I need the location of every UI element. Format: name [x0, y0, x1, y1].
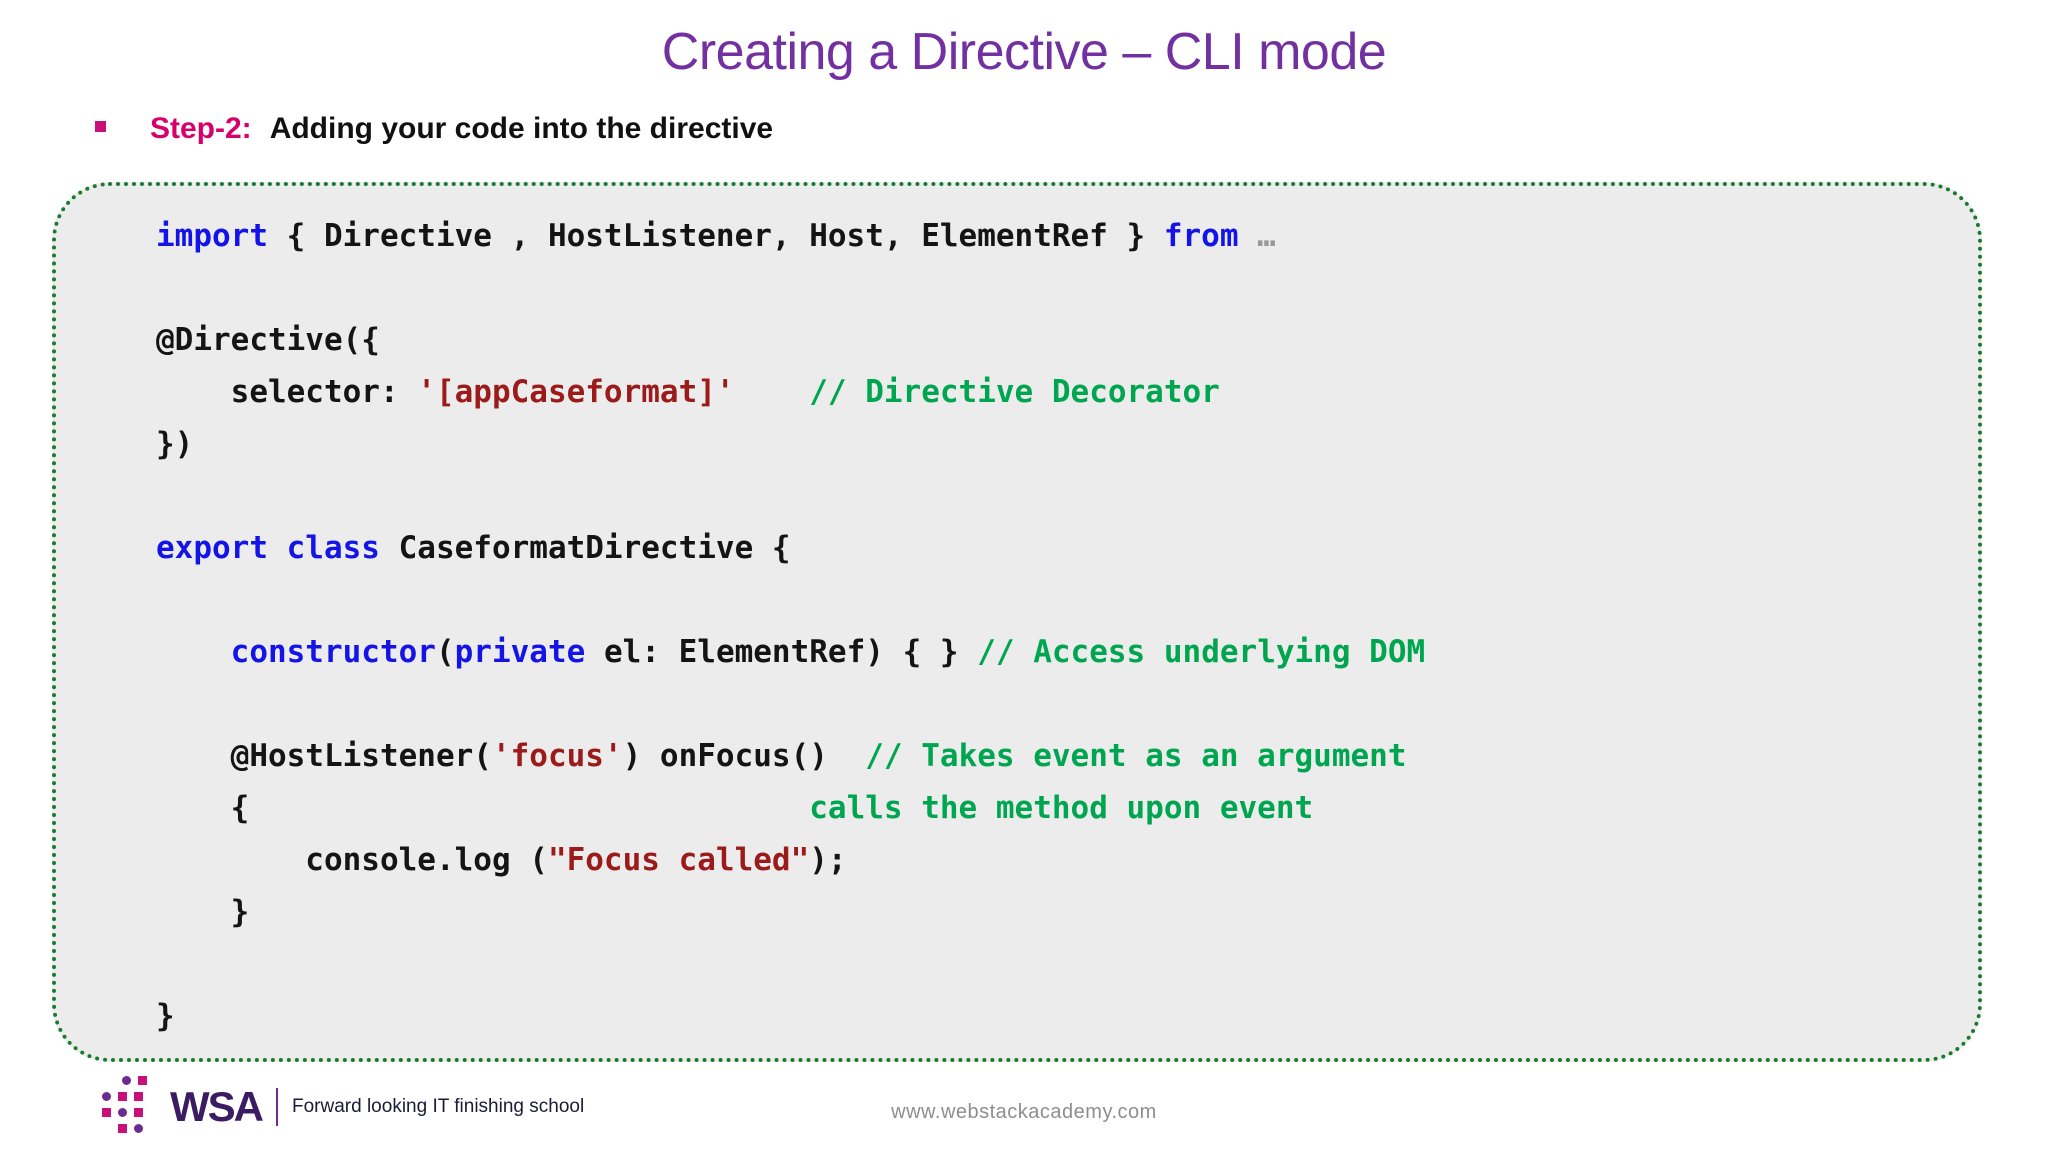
code-line	[156, 470, 1978, 522]
code-line	[156, 262, 1978, 314]
wsa-logo: WSA Forward looking IT finishing school	[100, 1076, 584, 1138]
code-token-plain	[156, 634, 231, 670]
code-line: }	[156, 886, 1978, 938]
code-token-plain: );	[809, 842, 847, 878]
code-line: }	[156, 990, 1978, 1042]
code-line: })	[156, 418, 1978, 470]
code-token-plain: {	[156, 790, 250, 826]
code-token-plain: ) onFocus()	[622, 738, 866, 774]
code-line: @HostListener('focus') onFocus() // Take…	[156, 730, 1978, 782]
logo-divider	[276, 1088, 278, 1126]
code-token-kw: export class	[156, 530, 380, 566]
slide-footer: WSA Forward looking IT finishing school …	[0, 1060, 2048, 1152]
code-line: import { Directive , HostListener, Host,…	[156, 210, 1978, 262]
code-token-plain: (	[435, 634, 455, 670]
code-line: constructor(private el: ElementRef) { } …	[156, 626, 1978, 678]
code-token-cmt: // Directive Decorator	[809, 374, 1220, 410]
code-token-plain: selector:	[156, 374, 418, 410]
code-line	[156, 938, 1978, 990]
subtitle-bullet-row: Step-2: Adding your code into the direct…	[95, 112, 773, 146]
code-token-plain	[735, 374, 810, 410]
wsa-tagline: Forward looking IT finishing school	[292, 1096, 585, 1117]
wsa-wordmark: WSA	[170, 1083, 264, 1130]
code-token-plain: CaseformatDirective {	[379, 530, 791, 566]
step-label: Step-2:	[150, 112, 252, 145]
code-line: @Directive({	[156, 314, 1978, 366]
code-token-cmt: calls the method upon event	[249, 790, 1314, 826]
code-content: import { Directive , HostListener, Host,…	[56, 186, 1978, 1042]
code-block-panel: import { Directive , HostListener, Host,…	[52, 182, 1982, 1062]
code-token-plain: })	[156, 426, 194, 462]
code-token-plain: { Directive , HostListener, Host, Elemen…	[267, 218, 1164, 254]
code-token-kw: constructor	[230, 634, 436, 670]
code-token-kw: from	[1163, 218, 1239, 254]
code-token-plain: console.log (	[156, 842, 548, 878]
code-token-kw: private	[454, 634, 586, 670]
code-token-cmt: // Access underlying DOM	[977, 634, 1426, 670]
code-line: export class CaseformatDirective {	[156, 522, 1978, 574]
code-token-plain: el: ElementRef) { }	[585, 634, 978, 670]
code-token-ell: …	[1238, 218, 1276, 254]
code-token-str: "Focus called"	[547, 842, 810, 878]
code-line: { calls the method upon event	[156, 782, 1978, 834]
code-token-cmt: // Takes event as an argument	[865, 738, 1407, 774]
page-title: Creating a Directive – CLI mode	[661, 23, 1387, 81]
code-token-kw: import	[156, 218, 268, 254]
code-line	[156, 574, 1978, 626]
footer-url: www.webstackacademy.com	[891, 1101, 1157, 1123]
code-token-plain: @Directive({	[156, 322, 380, 358]
code-line: selector: '[appCaseformat]' // Directive…	[156, 366, 1978, 418]
code-line	[156, 678, 1978, 730]
code-token-str: 'focus'	[491, 738, 623, 774]
code-token-plain: @HostListener(	[156, 738, 492, 774]
dot-matrix-icon	[100, 1076, 156, 1138]
step-description: Adding your code into the directive	[269, 112, 774, 145]
code-token-plain: }	[156, 998, 175, 1034]
code-token-str: '[appCaseformat]'	[417, 374, 735, 410]
code-line: console.log ("Focus called");	[156, 834, 1978, 886]
bullet-square-icon	[95, 121, 106, 132]
code-token-plain: }	[156, 894, 250, 930]
